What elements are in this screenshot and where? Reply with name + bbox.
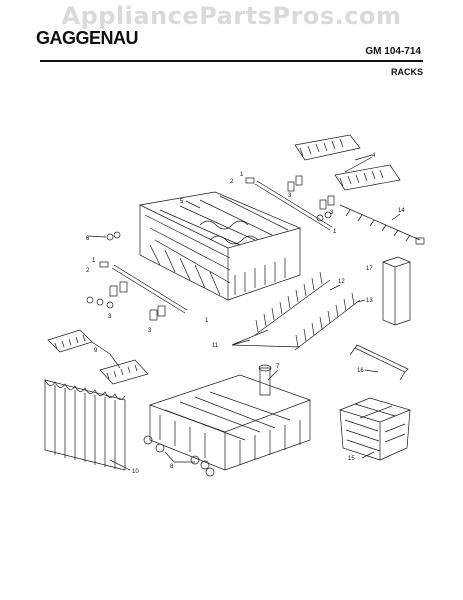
callout-labels: 1 2 3 3 4 5 6 1 2 3 1 3 1 14 17 12 13 11… — [86, 153, 405, 475]
callout-5: 5 — [180, 199, 184, 205]
callout-1: 1 — [205, 318, 209, 324]
upper-rack — [138, 191, 302, 301]
spike-racks — [254, 271, 361, 351]
rack-wheels — [143, 435, 215, 477]
rack-clips — [86, 175, 335, 321]
callout-10: 10 — [132, 469, 139, 475]
basket-handle — [349, 344, 409, 381]
callout-11: 11 — [212, 343, 219, 349]
callout-1: 1 — [240, 172, 244, 178]
callout-3: 3 — [108, 314, 112, 320]
callout-3: 3 — [330, 210, 334, 216]
watermark: AppliancePartsPros.com — [61, 2, 402, 30]
callout-13: 13 — [366, 298, 373, 304]
callout-17: 17 — [366, 266, 373, 272]
lower-shelves — [47, 329, 149, 385]
callout-14: 14 — [398, 208, 405, 214]
callout-8: 8 — [170, 464, 174, 470]
callout-4: 4 — [372, 153, 376, 159]
cup-shelves — [294, 134, 401, 191]
callout-2: 2 — [86, 268, 90, 274]
callout-7: 7 — [276, 364, 280, 370]
model-number: GM 104-714 — [365, 46, 421, 57]
brand-logo: GAGGENAU — [36, 28, 139, 48]
leader-lines — [87, 154, 401, 471]
callout-3: 3 — [288, 193, 292, 199]
cutlery-basket — [338, 397, 412, 461]
callout-6: 6 — [86, 236, 90, 242]
tall-holder — [382, 256, 411, 326]
door-panel — [44, 379, 126, 471]
callout-3: 3 — [148, 328, 152, 334]
section-title: RACKS — [390, 67, 423, 77]
callout-1: 1 — [92, 258, 96, 264]
header-rule — [40, 60, 423, 62]
callout-16: 16 — [357, 368, 364, 374]
callout-2: 2 — [230, 179, 234, 185]
callout-1: 1 — [333, 229, 337, 235]
lower-rack — [148, 364, 312, 471]
tine-strip — [339, 204, 425, 245]
callout-15: 15 — [348, 456, 355, 462]
rack-rails — [111, 180, 333, 314]
callout-12: 12 — [338, 279, 345, 285]
callout-9: 9 — [94, 348, 98, 354]
